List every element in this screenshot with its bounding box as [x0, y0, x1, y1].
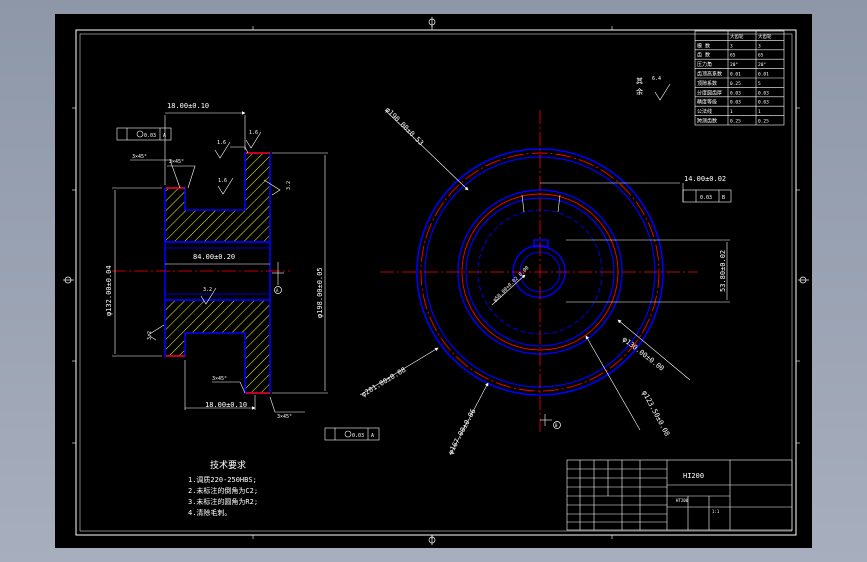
param-table-cell: 1: [730, 109, 733, 115]
dim-bottom-width: 18.00±0.10: [205, 401, 247, 409]
roughness-3: 1.6: [218, 178, 227, 184]
runout-frame-bottom: [324, 427, 380, 441]
chamfer-label-1: 3×45°: [132, 154, 147, 160]
roughness-6: 3.2: [147, 331, 153, 340]
runout-bottom-value: 0.03: [352, 433, 364, 439]
param-table-cell: 0.03: [758, 90, 769, 96]
chamfer-label-4: 3×45°: [277, 414, 292, 420]
param-table-cell: 0.03: [730, 100, 741, 106]
datum-b-letter: B: [555, 423, 558, 428]
dim-dia-201: φ201.00±0.08: [360, 366, 407, 399]
runout-bottom-ref: A: [371, 433, 374, 439]
symmetry-tolerance: 0.03: [700, 195, 712, 201]
title-block-name: HI200: [683, 472, 704, 480]
dim-key-depth: 53.80±0.02: [719, 250, 727, 292]
chamfer-label-3: 3×45°: [212, 376, 227, 382]
param-table-cell: 65: [758, 53, 764, 59]
surface-finish-rest-label-2: 余: [636, 87, 643, 96]
dim-right-dia: φ198.00±0.05: [316, 267, 324, 318]
param-table-header: 大齿轮: [730, 33, 744, 40]
datum-a-symbol: [274, 286, 282, 294]
runout-top-ref: A: [163, 133, 166, 139]
param-table-cell: 精度等级: [697, 99, 717, 106]
dim-dia-190: φ190.00±0.53: [384, 106, 425, 147]
centering-mark-icon: [63, 17, 809, 545]
param-table-cell: 分度圆齿厚: [697, 89, 722, 96]
outer-frame: [75, 29, 797, 536]
param-table-cell: 齿 数: [697, 52, 710, 59]
param-table-cell: 20°: [758, 62, 766, 68]
datum-b-symbol: [553, 421, 561, 429]
title-block-scale: 1:1: [712, 509, 720, 514]
param-table-cell: 0.25: [758, 119, 769, 125]
roughness-1: 1.6: [217, 140, 226, 146]
param-table-cell: 65: [730, 53, 736, 59]
param-table-cell: 压力角: [697, 61, 712, 68]
symmetry-frame: [682, 189, 732, 203]
frame-ticks: [72, 26, 800, 539]
tech-req-item-4: 4.清除毛刺。: [188, 508, 231, 517]
param-table-cell: 齿顶高系数: [697, 71, 722, 78]
param-table-cell: 0.01: [758, 72, 769, 78]
dim-key-width: 14.00±0.02: [684, 175, 726, 183]
roughness-4: 3.2: [203, 287, 212, 293]
section-view: [112, 152, 290, 394]
param-table-cell: 5: [758, 81, 761, 87]
param-table-cell: 公法线: [697, 108, 712, 115]
section-dimensions: [112, 111, 380, 441]
dim-hub-width: 84.00±0.20: [193, 253, 235, 261]
param-table-cell: 1: [758, 109, 761, 115]
dim-dia-167: φ167.00±0.06: [447, 408, 478, 456]
param-table-cell: 3: [758, 43, 761, 49]
param-table-cell: 顶隙系数: [697, 80, 717, 87]
gear-drawing-svg: 18.00±0.10 18.00±0.10 84.00±0.20 φ132.00…: [63, 17, 809, 545]
param-table-cell: 20°: [730, 62, 738, 68]
roughness-5: 3.2: [286, 181, 292, 190]
datum-a-letter: A: [276, 288, 279, 293]
title-block-material: HT200: [676, 498, 689, 503]
param-table-cell: 模 数: [697, 42, 710, 49]
surface-finish-rest-label-1: 其: [636, 77, 643, 85]
tech-req-heading: 技术要求: [210, 459, 246, 471]
param-table-cell: 0.03: [730, 90, 741, 96]
dim-dia-123: φ123.50±0.08: [640, 389, 671, 437]
title-block: [566, 459, 793, 531]
param-table-cell: 0.25: [730, 81, 741, 87]
roughness-2: 1.6: [249, 130, 258, 136]
param-table-cell: 0.01: [730, 72, 741, 78]
front-view: [380, 110, 698, 432]
dim-top-width: 18.00±0.10: [167, 102, 209, 110]
section-hatch: [164, 152, 271, 394]
tech-req-item-3: 3.未标注的圆角为R2;: [188, 497, 258, 506]
param-table-cell: 3: [730, 43, 733, 49]
surface-finish-rest-value: 6.4: [652, 76, 661, 82]
symmetry-ref: B: [722, 195, 725, 201]
tech-req-item-2: 2.未标注的倒角为C2;: [188, 486, 258, 495]
front-dimensions: [359, 83, 732, 456]
runout-frame-top: [116, 127, 172, 141]
tech-req-item-1: 1.调质220-250HBS;: [188, 475, 257, 484]
inner-frame: [79, 33, 793, 532]
param-table-cell: 跨测齿数: [697, 118, 717, 125]
drawing-sheet: 18.00±0.10 18.00±0.10 84.00±0.20 φ132.00…: [55, 14, 812, 548]
runout-top-value: 0.03: [144, 133, 156, 139]
param-table-cell: 0.25: [730, 119, 741, 125]
param-table-header: 大齿轮: [758, 33, 772, 40]
dim-left-dia: φ132.00±0.04: [105, 265, 113, 316]
param-table-cell: 0.03: [758, 100, 769, 106]
chamfer-label-2: 3×45°: [169, 159, 184, 165]
